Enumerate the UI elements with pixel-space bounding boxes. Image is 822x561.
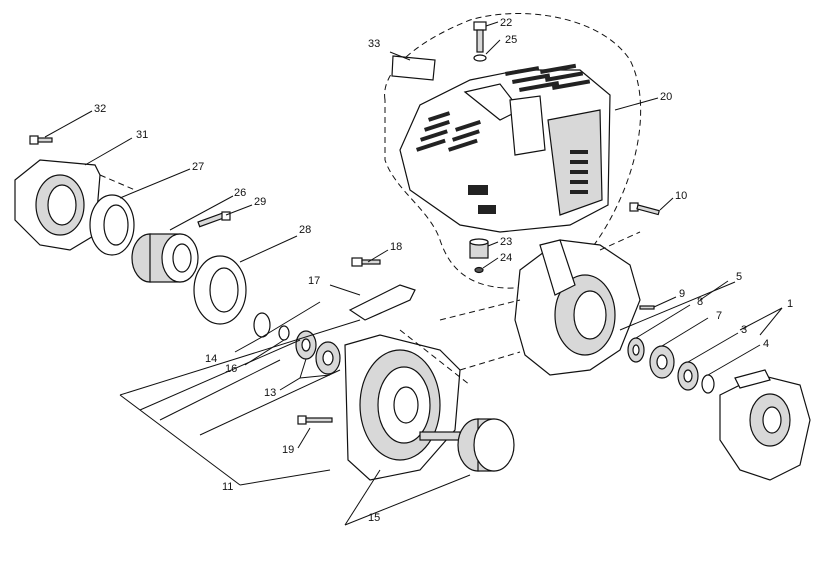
- callout-14: 14: [205, 353, 217, 365]
- callout-17: 17: [308, 275, 320, 287]
- callout-7: 7: [716, 310, 722, 322]
- callout-labels: 1 3 4 5 7 8 9 10 11 13 14 15 16 17 18 19…: [94, 17, 793, 524]
- callout-22: 22: [500, 17, 512, 29]
- callout-3: 3: [741, 324, 747, 336]
- left-housing: [14, 159, 101, 251]
- callout-27: 27: [192, 161, 204, 173]
- bearing-c: [677, 361, 699, 391]
- ball-bearing-left: [295, 330, 317, 360]
- callout-4: 4: [763, 338, 769, 350]
- grommet-washer: [474, 266, 484, 274]
- cover-dashed-outline: [384, 12, 642, 289]
- callout-8: 8: [697, 296, 703, 308]
- gear-housing: [719, 369, 811, 481]
- cover-bolt: [473, 21, 487, 53]
- callout-15: 15: [368, 512, 380, 524]
- label-plate: [391, 55, 436, 81]
- gasket-ring: [89, 194, 135, 256]
- starter-bolt: [297, 415, 333, 425]
- callout-19: 19: [282, 444, 294, 456]
- housing-bracket: [348, 284, 416, 321]
- bracket-bolt: [351, 257, 381, 267]
- clutch-bolt: [197, 211, 231, 228]
- callout-11: 11: [222, 481, 233, 493]
- engine-cover: [399, 63, 611, 233]
- cover-grommet: [469, 238, 489, 259]
- callout-31: 31: [136, 129, 148, 141]
- callout-18: 18: [390, 241, 402, 253]
- housing-bolt: [29, 135, 53, 145]
- callout-10: 10: [675, 190, 687, 202]
- leader-lines: [44, 21, 783, 526]
- bearing-flange: [193, 255, 247, 325]
- callout-28: 28: [299, 224, 311, 236]
- callout-20: 20: [660, 91, 672, 103]
- bearing-b: [649, 345, 675, 379]
- ball-bearing-right: [315, 341, 341, 375]
- callout-16: 16: [225, 363, 237, 375]
- callout-25: 25: [505, 34, 517, 46]
- key-pin: [639, 305, 655, 310]
- callout-33: 33: [368, 38, 380, 50]
- callout-1: 1: [787, 298, 793, 310]
- seal-ring: [701, 374, 715, 394]
- callout-29: 29: [254, 196, 266, 208]
- clutch-drum: [131, 233, 199, 283]
- cover-vent-slots: [416, 63, 591, 214]
- fan-housing: [344, 334, 461, 481]
- bearing-a: [627, 337, 645, 363]
- engine-cover-group: [384, 12, 642, 289]
- starter-pulley: [419, 418, 515, 472]
- callout-5: 5: [736, 271, 742, 283]
- crankcase: [514, 239, 641, 376]
- crankcase-bolt: [629, 202, 660, 216]
- callout-23: 23: [500, 236, 512, 248]
- callout-9: 9: [679, 288, 685, 300]
- spacer-washer: [278, 325, 290, 341]
- callout-13: 13: [264, 387, 276, 399]
- callout-26: 26: [234, 187, 246, 199]
- callout-24: 24: [500, 252, 512, 264]
- callout-32: 32: [94, 103, 106, 115]
- cover-washer: [473, 54, 487, 62]
